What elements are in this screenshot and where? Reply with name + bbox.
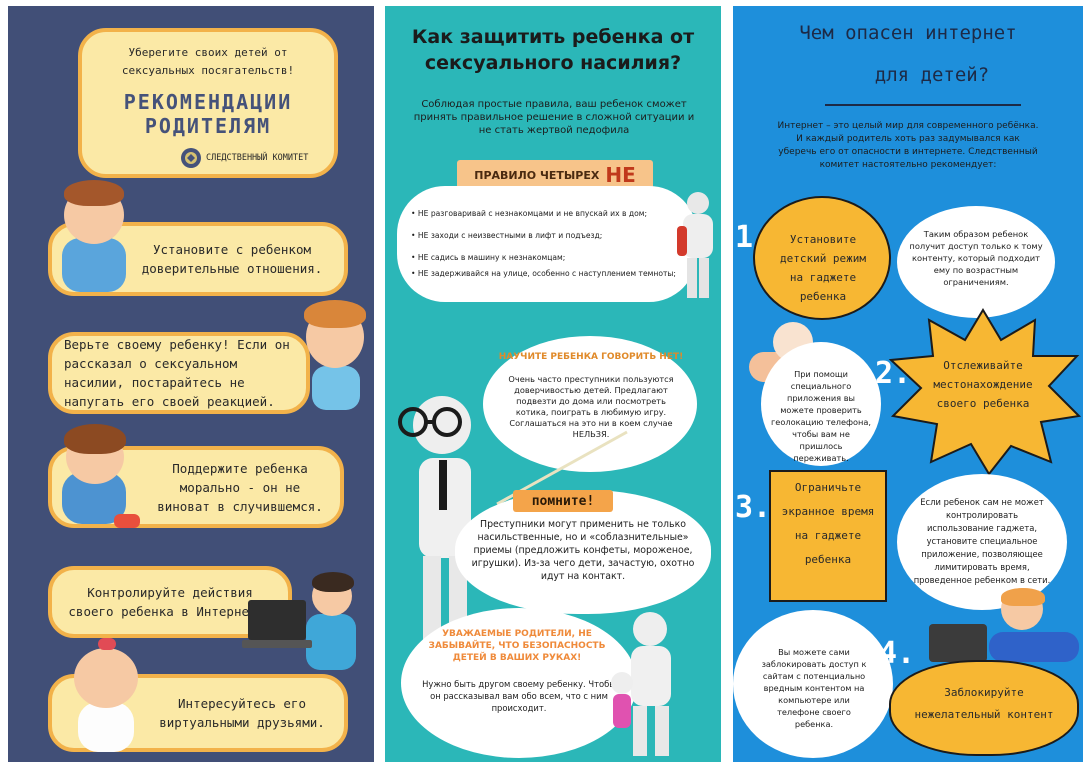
rule-item: • НЕ заходи с неизвестными в лифт и подъ… xyxy=(411,231,603,240)
parents-bubble xyxy=(401,608,637,758)
rule-label: ПРАВИЛО ЧЕТЫРЕХ xyxy=(474,168,600,182)
step-3-text: Если ребенок сам не может контролировать… xyxy=(913,497,1051,585)
internet-danger-panel: Чем опасен интернет для детей? Интернет … xyxy=(733,6,1083,762)
step-4-title: Заблокируйте нежелательный контент xyxy=(914,686,1054,721)
remember-tag: помните! xyxy=(513,490,613,512)
parents-title: УВАЖАЕМЫЕ РОДИТЕЛИ, НЕ ЗАБЫВАЙТЕ, ЧТО БЕ… xyxy=(428,629,606,663)
parents-text: Нужно быть другом своему ребенку. Чтобы … xyxy=(422,679,616,713)
logo-text: СЛЕДСТВЕННЫЙ КОМИТЕТ xyxy=(206,153,309,163)
panel2-intro: Соблюдая простые правила, ваш ребенок см… xyxy=(413,99,695,136)
rule-big: НЕ xyxy=(605,163,636,187)
remember-text: Преступники могут применить не только на… xyxy=(471,519,695,582)
step-1-text: Таким образом ребенок получит доступ тол… xyxy=(909,229,1043,287)
tip-text: Установите с ребенком доверительные отно… xyxy=(141,242,323,276)
tip-text: Интересуйтесь его виртуальными друзьями. xyxy=(159,696,325,730)
tip-text: Верьте своему ребенку! Если он рассказал… xyxy=(64,337,290,409)
step-number-3: 3. xyxy=(735,490,772,525)
girl-with-pigtails-illustration xyxy=(298,296,372,414)
rule-item: • НЕ разговаривай с незнакомцами и не вп… xyxy=(411,209,648,218)
title-line-1: РЕКОМЕНДАЦИИ xyxy=(123,90,293,114)
step-4-text: Вы можете сами заблокировать доступ к са… xyxy=(761,647,867,729)
hero-figure-illustration xyxy=(677,192,717,302)
step-3-text-bubble xyxy=(897,474,1067,610)
glasses-icon xyxy=(398,407,462,437)
step-4-text-bubble xyxy=(733,610,893,758)
parents-recommendations-panel: Уберегите своих детей от сексуальных пос… xyxy=(8,6,374,762)
crying-boy-illustration xyxy=(44,422,144,532)
step-1-title: Установите детский режим на гаджете ребе… xyxy=(779,233,867,303)
boy-with-tablet-illustration xyxy=(929,588,1081,678)
protect-child-panel: Как защитить ребенка от сексуального нас… xyxy=(385,6,721,762)
tip-text: Поддержите ребенка морально - он не вино… xyxy=(157,460,323,514)
rule-of-four-tag: ПРАВИЛО ЧЕТЫРЕХ НЕ xyxy=(457,160,653,190)
step-number-4: 4. xyxy=(879,636,916,671)
step-4-cloud xyxy=(889,660,1079,756)
investigative-committee-emblem-icon xyxy=(181,148,201,168)
step-3-box xyxy=(769,470,887,602)
teach-text: Очень часто преступники пользуются довер… xyxy=(508,374,674,439)
rule-item: • НЕ садись в машину к незнакомцам; xyxy=(411,253,566,262)
tip-believe-child: Верьте своему ребенку! Если он рассказал… xyxy=(48,332,310,414)
rules-bubble xyxy=(397,186,697,302)
panel3-title-line-2: для детей? xyxy=(874,64,990,86)
step-2-text: При помощи специального приложения вы мо… xyxy=(771,369,872,463)
tip-text: Контролируйте действия своего ребенка в … xyxy=(68,585,272,619)
title-line-2: РОДИТЕЛЯМ xyxy=(144,114,272,138)
teach-title: НАУЧИТЕ РЕБЕНКА ГОВОРИТЬ НЕТ! xyxy=(498,352,684,362)
baby-girl-illustration xyxy=(68,638,144,756)
header-subtitle: Уберегите своих детей от сексуальных пос… xyxy=(121,46,295,77)
parent-and-child-illustration xyxy=(611,612,701,758)
step-2-text-bubble xyxy=(761,342,881,466)
remember-title: помните! xyxy=(531,493,595,509)
title-underline xyxy=(825,104,1021,106)
boy-with-laptop-illustration xyxy=(242,570,362,680)
teach-no-bubble xyxy=(483,336,697,472)
step-1-bubble xyxy=(753,196,891,320)
panel3-intro: Интернет – это целый мир для современног… xyxy=(777,121,1039,170)
panel3-title-line-1: Чем опасен интернет xyxy=(799,22,1017,44)
step-3-title: Ограничьте экранное время на гаджете реб… xyxy=(781,481,875,566)
step-1-text-bubble xyxy=(897,206,1055,318)
rule-item: • НЕ задерживайся на улице, особенно с н… xyxy=(411,269,676,278)
panel2-title: Как защитить ребенка от сексуального нас… xyxy=(411,26,695,74)
sad-boy-illustration xyxy=(56,178,136,298)
step-2-title: Отслеживайте местонахождение своего ребе… xyxy=(933,359,1033,410)
header-card: Уберегите своих детей от сексуальных пос… xyxy=(78,28,338,178)
